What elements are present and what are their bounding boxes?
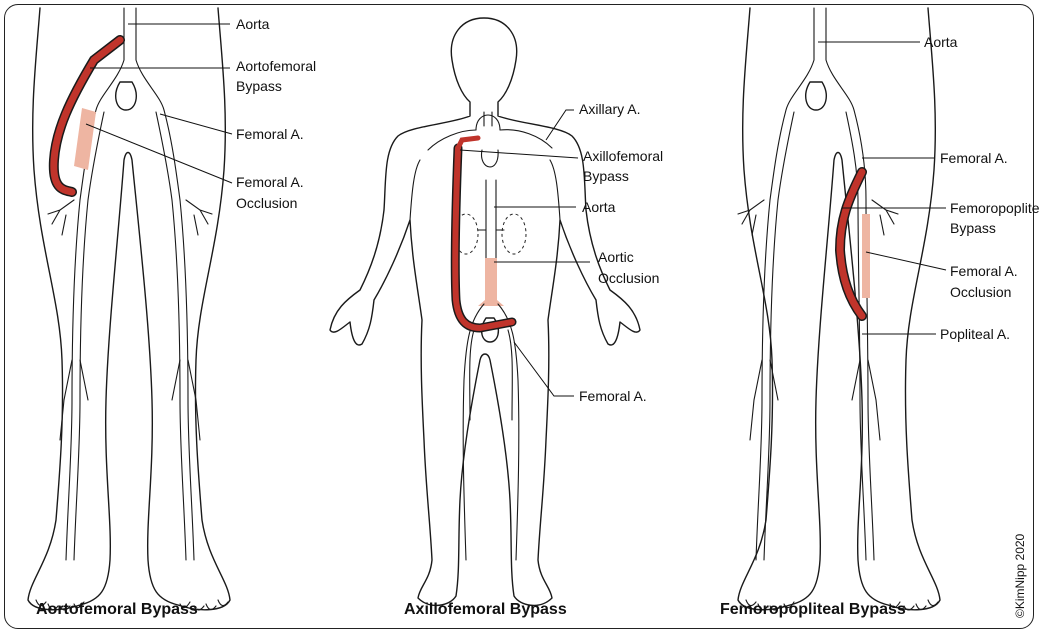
label-femoral-occlusion: Femoral A. [236, 174, 304, 190]
label-bypass-3: Bypass [950, 220, 996, 236]
label-aortofemoral: Aortofemoral [236, 58, 316, 74]
caption-axillofemoral: Axillofemoral Bypass [404, 601, 567, 618]
panel-axillofemoral: Axillary A. Axillofemoral Bypass Aorta A… [330, 18, 663, 618]
label-bypass-2: Bypass [583, 168, 629, 184]
label-axillofemoral: Axillofemoral [583, 148, 663, 164]
label-occlusion: Occlusion [236, 195, 297, 211]
label-aorta: Aorta [236, 16, 270, 32]
caption-femoropopliteal: Femoropopliteal Bypass [720, 601, 906, 618]
label-occlusion-2: Occlusion [598, 270, 659, 286]
label-bypass: Bypass [236, 78, 282, 94]
label-aortic: Aortic [598, 249, 634, 265]
label-aorta-2: Aorta [582, 199, 616, 215]
label-aorta-3: Aorta [924, 34, 958, 50]
kidney-left [502, 214, 526, 254]
caption-aortofemoral: Aortofemoral Bypass [36, 601, 198, 618]
legs-outline-right-panel [738, 8, 940, 610]
label-femoral-3: Femoral A. [940, 150, 1008, 166]
femoral-occlusion-3 [862, 214, 870, 298]
pelvis-shape-3 [806, 82, 827, 110]
label-popliteal: Popliteal A. [940, 326, 1010, 342]
panel-aortofemoral: Aorta Aortofemoral Bypass Femoral A. Fem… [28, 8, 316, 618]
label-occlusion-3: Occlusion [950, 284, 1011, 300]
label-axillary: Axillary A. [579, 101, 640, 117]
pelvis-shape [116, 82, 137, 110]
label-femoral-2: Femoral A. [579, 388, 647, 404]
copyright-credit: ©KimNipp 2020 [1013, 533, 1027, 618]
panel-femoropopliteal: Aorta Femoral A. Femoropopliteal Bypass … [720, 8, 1040, 618]
label-femoral-occlusion-3: Femoral A. [950, 263, 1018, 279]
label-femoropopliteal: Femoropopliteal [950, 200, 1040, 216]
label-femoral: Femoral A. [236, 126, 304, 142]
